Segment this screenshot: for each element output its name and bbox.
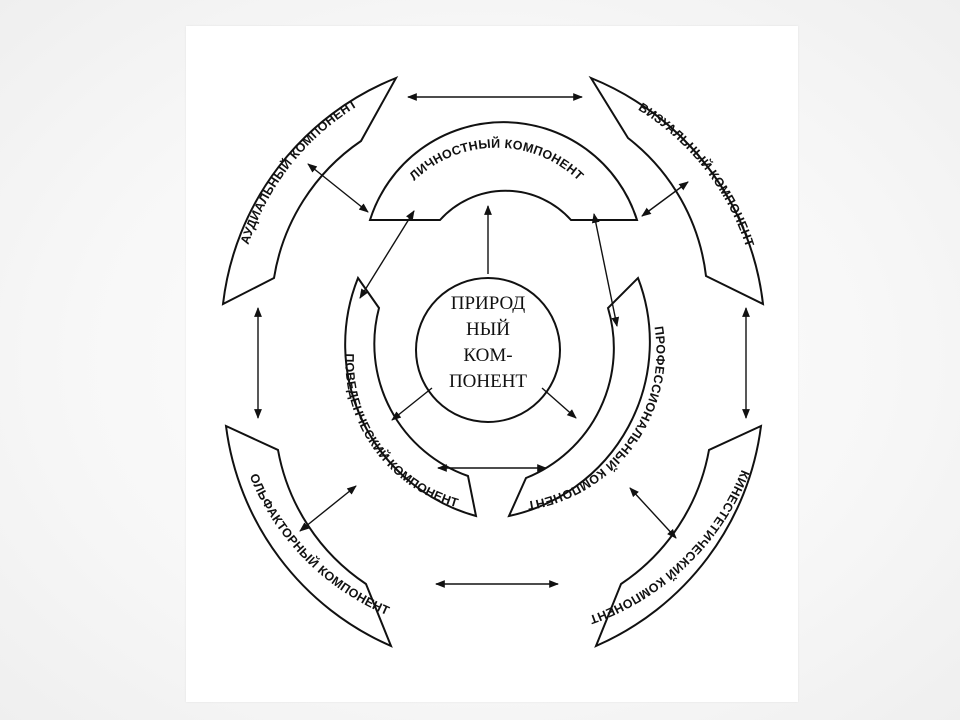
natural-component-line-4: ПОНЕНТ bbox=[449, 371, 527, 392]
natural-component-circle bbox=[415, 277, 561, 423]
behavioral-segment bbox=[344, 275, 478, 518]
arrow-professional-kinesthetic bbox=[629, 487, 677, 539]
component-diagram: ЛИЧНОСТНЫЙ КОМПОНЕНТ ПОВЕДЕНЧЕСКИЙ КОМПО… bbox=[221, 75, 765, 648]
diagram-figure: ЛИЧНОСТНЫЙ КОМПОНЕНТ ПОВЕДЕНЧЕСКИЙ КОМПО… bbox=[186, 26, 798, 702]
olfactory-segment bbox=[224, 424, 393, 648]
personal-segment bbox=[368, 121, 639, 221]
arrow-center-behavioral bbox=[391, 387, 433, 421]
arrow-behavioral-olfactory bbox=[299, 485, 357, 532]
arrow-personal-professional bbox=[591, 213, 620, 327]
natural-component-line-2: НЫЙ bbox=[466, 319, 510, 340]
arrow-visual-personal bbox=[641, 181, 689, 217]
natural-component-line-3: КОМ- bbox=[463, 345, 512, 366]
natural-component-line-1: ПРИРОД bbox=[451, 293, 526, 314]
arrow-personal-behavioral bbox=[359, 210, 415, 299]
arrow-audial-personal bbox=[307, 163, 369, 213]
professional-segment bbox=[507, 276, 651, 518]
arrow-center-professional bbox=[541, 387, 577, 419]
audial-segment bbox=[221, 76, 399, 306]
kinesthetic-segment bbox=[594, 424, 763, 648]
